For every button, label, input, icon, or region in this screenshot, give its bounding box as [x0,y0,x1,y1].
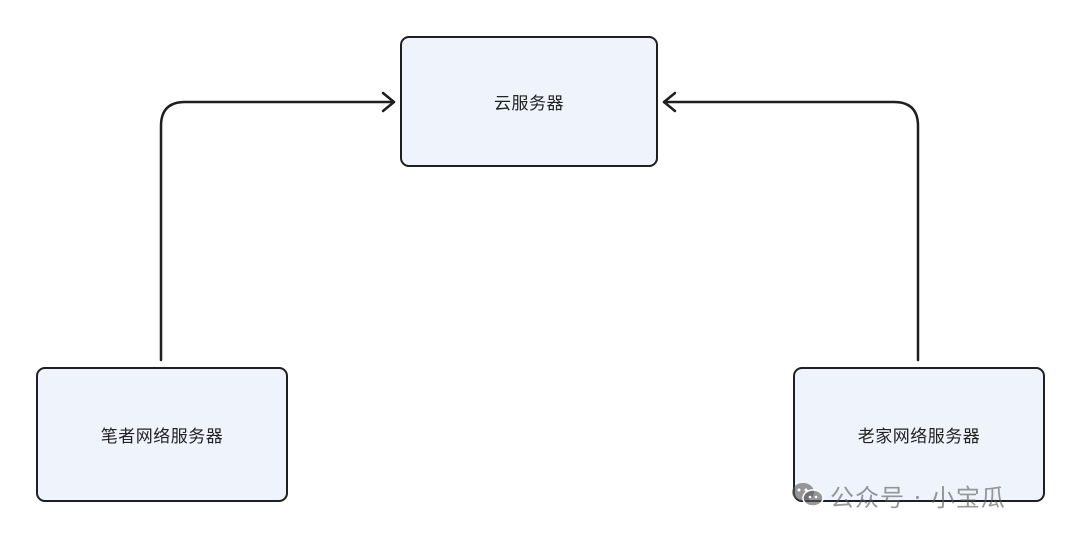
wechat-icon [792,483,824,507]
connector-home-to-cloud [662,100,920,362]
connector-author-to-cloud [159,100,396,362]
node-label: 笔者网络服务器 [100,427,224,447]
arrowhead-home-to-cloud [662,91,677,113]
watermark-text: 公众号 · 小宝瓜 [830,483,1006,512]
node-author-network-server: 笔者网络服务器 [36,367,288,502]
arrowhead-author-to-cloud [381,91,396,113]
node-home-network-server: 老家网络服务器 [793,367,1045,502]
node-label: 老家网络服务器 [857,427,981,447]
watermark: 公众号 · 小宝瓜 [790,477,1006,513]
node-label: 云服务器 [494,94,564,114]
node-cloud-server: 云服务器 [400,36,658,167]
